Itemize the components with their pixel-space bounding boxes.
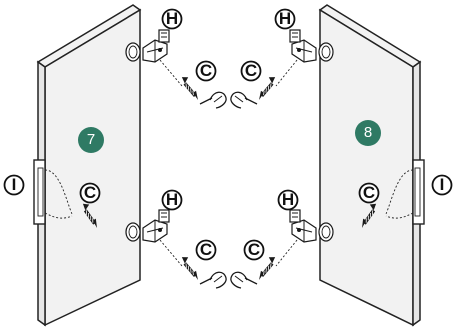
screwdriver-icon <box>230 91 258 109</box>
hinge-label: H <box>274 8 296 30</box>
screw-label: C <box>240 60 262 82</box>
screw-label: C <box>195 239 217 261</box>
panel-number-badge: 7 <box>78 127 104 153</box>
screw-label: C <box>243 239 265 261</box>
screw-label: C <box>358 182 380 204</box>
screwdriver-icon <box>230 271 258 289</box>
panel-number-badge: 8 <box>355 120 381 146</box>
handle-icon <box>412 159 425 225</box>
hinge-label: H <box>161 8 183 30</box>
left-panel <box>33 4 142 327</box>
handle-label: I <box>431 174 453 196</box>
right-panel <box>318 4 425 327</box>
screwdriver-icon <box>199 271 227 289</box>
screwdriver-icon <box>199 91 227 109</box>
handle-label: I <box>3 174 25 196</box>
hinge-label: H <box>161 189 183 211</box>
screw-label: C <box>79 182 101 204</box>
handle-icon <box>33 159 46 225</box>
screw-label: C <box>195 60 217 82</box>
hinge-label: H <box>277 189 299 211</box>
